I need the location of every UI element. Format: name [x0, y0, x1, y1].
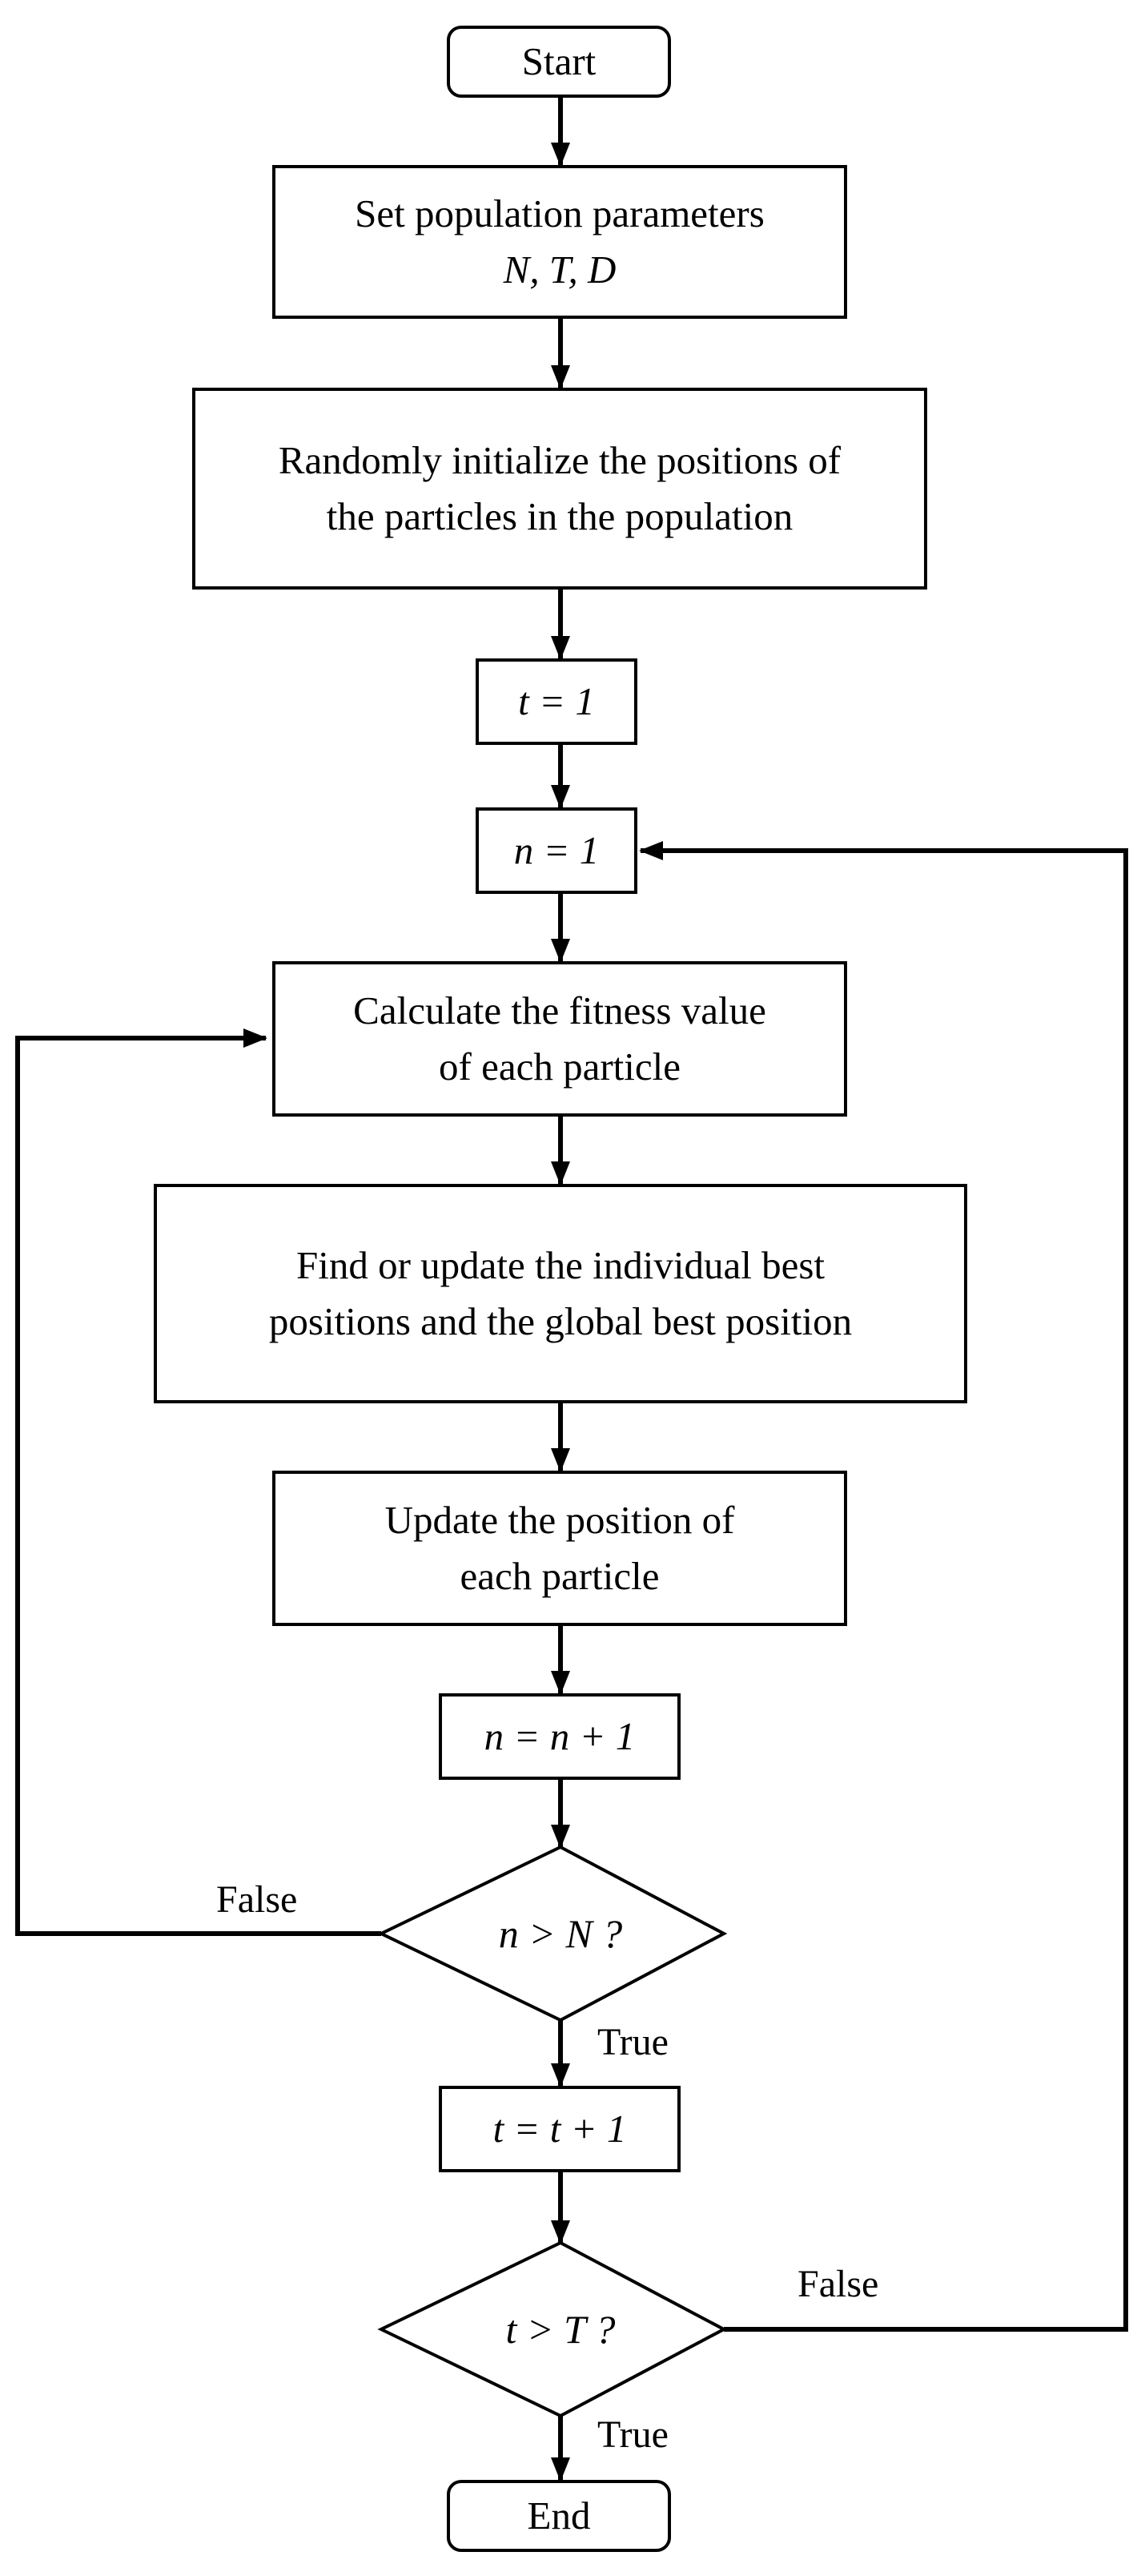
- end-label: End: [527, 2493, 591, 2538]
- start-label: Start: [521, 39, 597, 83]
- fitness-line2: of each particle: [439, 1044, 681, 1089]
- n-increment-label: n = n + 1: [484, 1714, 636, 1758]
- t-check-false-label: False: [797, 2263, 879, 2305]
- n-init-box: n = 1: [476, 807, 637, 894]
- update-line2: each particle: [460, 1554, 660, 1598]
- fitness-line1: Calculate the fitness value: [353, 988, 766, 1032]
- initialize-positions-box: Randomly initialize the positions of the…: [192, 388, 927, 590]
- decision-diamond-t-check: [377, 2240, 728, 2418]
- t-init-box: t = 1: [476, 658, 637, 745]
- t-check-true-label: True: [597, 2413, 669, 2456]
- loop-t-check-false-to-n-init: [639, 841, 1128, 2332]
- update-position-box: Update the position of each particle: [272, 1471, 847, 1626]
- update-line1: Update the position of: [384, 1498, 735, 1542]
- n-increment-box: n = n + 1: [439, 1693, 681, 1780]
- update-best-positions-box: Find or update the individual best posit…: [154, 1184, 967, 1403]
- init-line1: Randomly initialize the positions of: [278, 438, 842, 482]
- set-params-line2: N, T, D: [503, 248, 617, 292]
- n-check-false-label: False: [216, 1878, 298, 1921]
- best-line2: positions and the global best position: [268, 1299, 853, 1343]
- set-params-line1: Set population parameters: [355, 191, 765, 235]
- set-population-parameters-box: Set population parameters N, T, D: [272, 165, 847, 319]
- t-check-label: t > T ?: [505, 2307, 616, 2352]
- n-check-true-label: True: [597, 2021, 669, 2063]
- init-line2: the particles in the population: [326, 494, 793, 538]
- loop-n-check-false-to-fitness: [15, 1028, 381, 1936]
- t-increment-box: t = t + 1: [439, 2086, 681, 2172]
- t-increment-label: t = t + 1: [492, 2107, 627, 2151]
- n-init-label: n = 1: [513, 828, 600, 872]
- end-node: End: [447, 2480, 671, 2552]
- calculate-fitness-box: Calculate the fitness value of each part…: [272, 961, 847, 1117]
- start-node: Start: [447, 26, 671, 98]
- decision-diamond-n-check: [377, 1845, 728, 2023]
- t-init-label: t = 1: [518, 679, 595, 723]
- n-check-label: n > N ?: [498, 1911, 623, 1956]
- best-line1: Find or update the individual best: [295, 1243, 826, 1287]
